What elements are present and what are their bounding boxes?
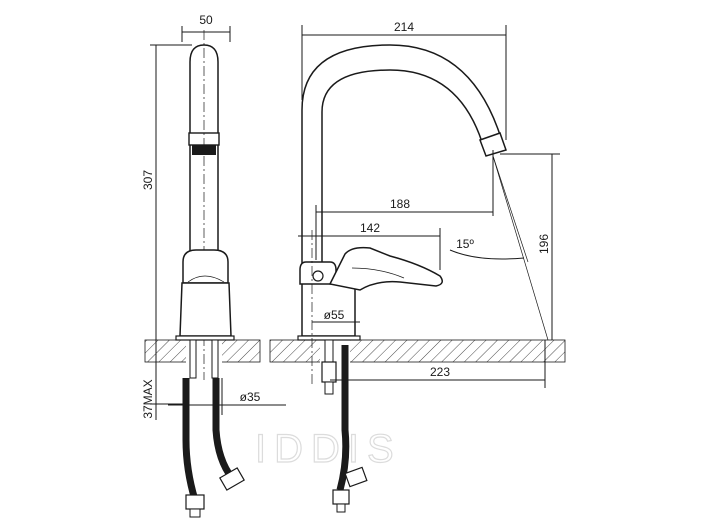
side-view: 50 307 37MAX ø35	[141, 13, 286, 518]
hose-fitting	[332, 489, 350, 505]
dim-height-total: 307	[141, 170, 155, 190]
dim-handle-angle: 15º	[456, 237, 474, 251]
hose-fitting	[219, 467, 245, 491]
dim-reach-223: 223	[430, 365, 450, 379]
dim-spout-reach-total: 214	[394, 20, 414, 34]
dim-reach-142: 142	[360, 221, 380, 235]
front-aerator	[479, 132, 507, 157]
side-base	[179, 282, 232, 337]
watermark-logo: IDDIS	[255, 427, 402, 471]
side-handle	[182, 249, 229, 284]
dim-spout-height: 196	[537, 234, 551, 254]
hose-fitting	[185, 494, 205, 510]
hose-fitting	[344, 466, 368, 488]
dim-base-diameter: ø55	[324, 308, 345, 322]
dim-hole-diameter: ø35	[240, 390, 261, 404]
dim-width-side: 50	[199, 13, 213, 27]
front-view: 214 188 142 15º ø55 196 223	[269, 20, 566, 513]
countertop-right	[269, 339, 566, 363]
front-lever-handle	[328, 246, 443, 291]
dim-under-max: 37MAX	[141, 379, 155, 418]
dim-reach-188: 188	[390, 197, 410, 211]
handle-pivot	[312, 270, 324, 282]
